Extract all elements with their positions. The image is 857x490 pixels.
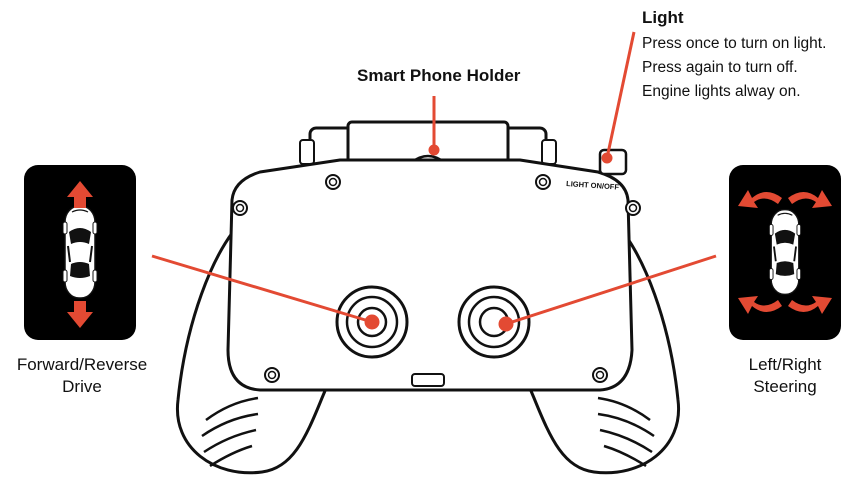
left-right-label-line-2: Steering — [753, 377, 817, 396]
controller-body — [226, 158, 634, 392]
light-instruction-2: Press again to turn off. — [642, 59, 798, 76]
arrow-down-right-icon — [788, 296, 832, 314]
light-title: Light — [642, 8, 684, 27]
forward-reverse-label-line-1: Forward/Reverse — [16, 355, 148, 374]
light-switch-label: LIGHT ON/OFF — [566, 179, 620, 192]
car-steering-icon — [768, 208, 802, 296]
controller — [175, 120, 681, 475]
arrow-down-icon — [67, 301, 93, 328]
forward-reverse-callout-line — [151, 254, 373, 324]
right-joystick — [457, 285, 531, 359]
light-callout-line — [605, 31, 636, 159]
arrow-down-left-icon — [738, 296, 782, 314]
left-right-callout-line — [505, 254, 717, 326]
callout-lines — [151, 31, 717, 332]
arrow-up-icon — [67, 181, 93, 208]
arrow-up-left-icon — [738, 190, 782, 208]
forward-reverse-label-line-2: Drive — [62, 377, 102, 396]
left-right-panel — [729, 165, 841, 340]
phone-holder-label: Smart Phone Holder — [357, 66, 521, 85]
light-instruction-3: Engine lights alway on. — [642, 83, 801, 100]
forward-reverse-panel — [24, 165, 136, 340]
arrow-up-right-icon — [788, 190, 832, 208]
left-right-label-line-1: Left/Right — [748, 355, 822, 374]
right-grip-ridges — [597, 396, 655, 468]
light-instruction-1: Press once to turn on light. — [642, 35, 827, 52]
left-grip-ridges — [201, 396, 259, 468]
car-forward-reverse-icon — [62, 205, 98, 299]
